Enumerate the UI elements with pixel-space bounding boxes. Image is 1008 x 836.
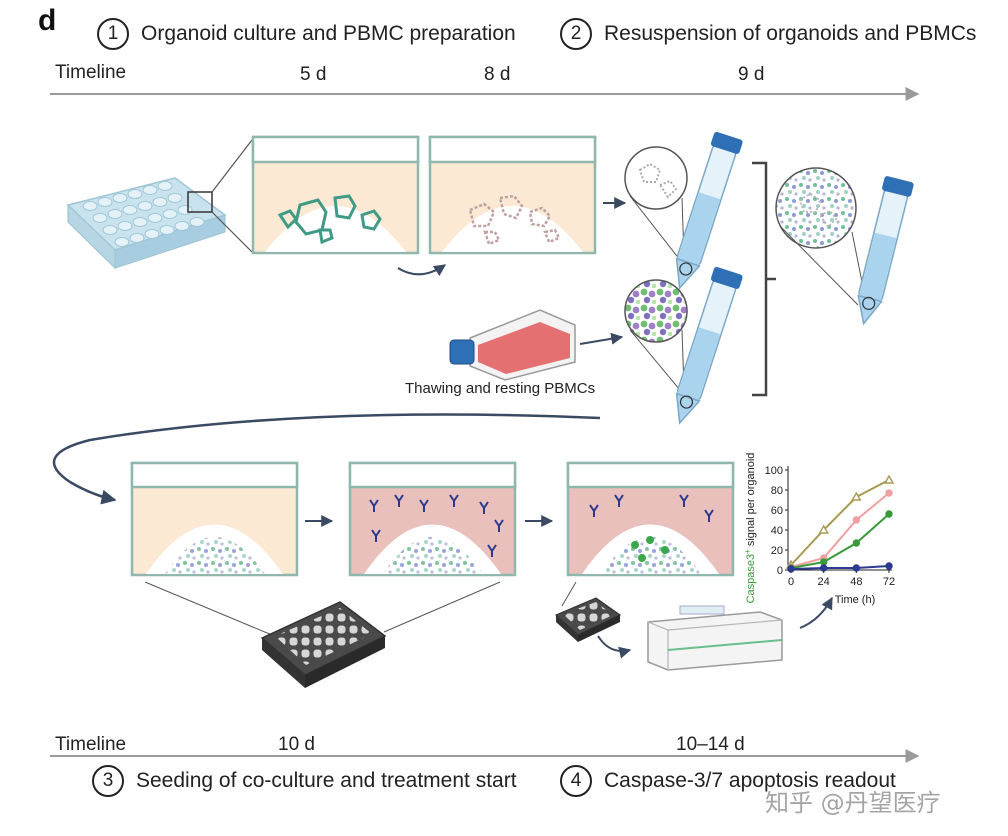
timeline-top-day-1: 5 d [300, 64, 327, 85]
timeline-bottom-day-2: 10–14 d [676, 734, 745, 755]
pbmc-flask-caption: Thawing and resting PBMCs [405, 380, 596, 397]
chart-y-tick-label: 80 [771, 485, 783, 497]
merge-bracket [752, 161, 768, 397]
step-1-label: Organoid culture and PBMC preparation [141, 22, 516, 45]
chart-point [818, 524, 829, 534]
chart-x-tick-label: 24 [818, 576, 830, 588]
step-1-number: 1 [97, 18, 129, 50]
chart-x-axis-label: Time (h) [835, 594, 876, 606]
chart-point [885, 489, 893, 497]
step-4-header: 4 Caspase-3/7 apoptosis readout [560, 765, 896, 797]
chart-point [885, 562, 893, 570]
panel-letter: d [38, 4, 57, 37]
step-3-label: Seeding of co-culture and treatment star… [136, 769, 517, 792]
tube-pbmcs-icon [675, 266, 743, 425]
pbmc-flask-icon [449, 309, 576, 381]
step-4-number: 4 [560, 765, 592, 797]
chart-point [885, 510, 893, 518]
timeline-bottom-label: Timeline [55, 734, 127, 755]
chart-series-line-2 [790, 492, 890, 568]
chart-series-line-4 [790, 565, 890, 570]
well-plate-24-icon [66, 177, 227, 270]
well-day-8-icon [428, 135, 597, 255]
well-treatment-icon [348, 461, 517, 577]
step-2-header: 2 Resuspension of organoids and PBMCs [560, 18, 976, 50]
step-2-label: Resuspension of organoids and PBMCs [604, 22, 977, 45]
pbmc-zoom-icon [624, 279, 688, 391]
chart-point [851, 491, 862, 501]
mixed-zoom-icon [775, 167, 867, 306]
step-3-header: 3 Seeding of co-culture and treatment st… [92, 765, 517, 797]
chart-point [852, 516, 861, 524]
chart-y-tick-label: 100 [765, 465, 783, 477]
timeline-top-day-3: 9 d [738, 64, 765, 85]
step-4-label: Caspase-3/7 apoptosis readout [604, 769, 896, 792]
well-day-5-icon [251, 135, 420, 255]
caspase-line-chart: Caspase3+ signal per organoid 0 20 40 60 80 1… [743, 453, 895, 606]
chart-y-tick-label: 40 [771, 525, 783, 537]
organoid-zoom-icon [624, 146, 688, 261]
well-plate-96-icon [260, 601, 387, 688]
chart-point [883, 474, 895, 484]
chart-point [852, 539, 861, 547]
chart-point [852, 564, 861, 572]
timeline-top-day-2: 8 d [484, 64, 511, 85]
chart-point [819, 564, 828, 572]
chart-y-tick-label: 60 [771, 505, 783, 517]
well-plate-96-small-icon [554, 597, 622, 642]
tube-organoids-icon [675, 131, 743, 290]
timeline-bottom-day-1: 10 d [278, 734, 315, 755]
chart-point [787, 565, 795, 573]
plate-reader-icon [647, 605, 783, 671]
well-readout-icon [566, 461, 735, 577]
tube-mixed-icon [857, 176, 914, 326]
chart-point [819, 558, 828, 566]
chart-y-tick-label: 0 [777, 565, 783, 577]
watermark-text: 知乎 @丹望医疗 [765, 789, 941, 817]
timeline-top-label: Timeline [55, 62, 127, 83]
well-seeding-icon [130, 461, 299, 577]
chart-series-line-3 [790, 513, 890, 569]
step-2-number: 2 [560, 18, 592, 50]
chart-x-tick-label: 72 [883, 576, 895, 588]
chart-x-tick-label: 0 [788, 576, 794, 588]
chart-y-tick-label: 20 [771, 545, 783, 557]
step-3-number: 3 [92, 765, 124, 797]
chart-x-tick-label: 48 [850, 576, 862, 588]
step-1-header: 1 Organoid culture and PBMC preparation [97, 18, 516, 50]
chart-series-line-1 [790, 479, 890, 566]
long-curved-arrow [52, 413, 601, 505]
chart-y-axis-label: Caspase3+ signal per organoid [743, 453, 757, 604]
